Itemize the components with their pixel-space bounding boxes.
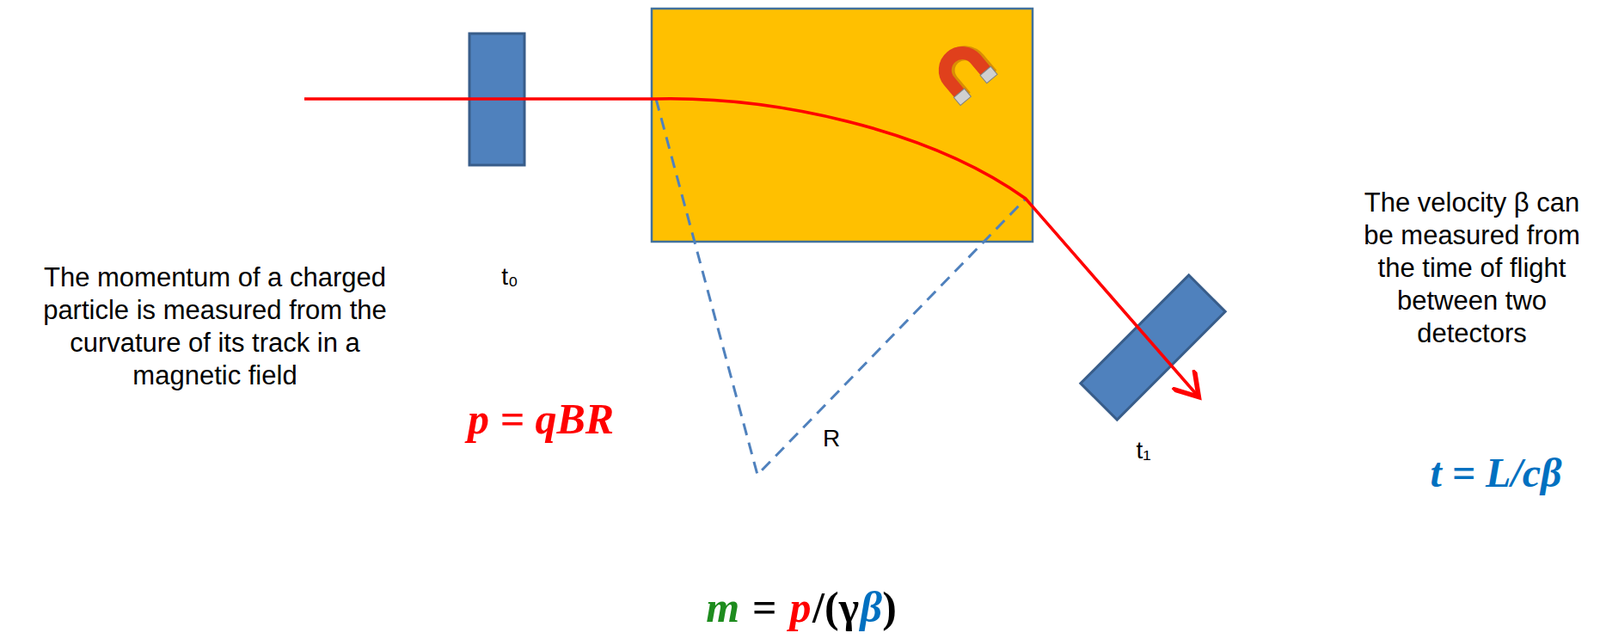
- radius-line: [655, 98, 1026, 475]
- description-text: The velocity β can be measured from the …: [1351, 186, 1593, 350]
- time-formula: t = L/cβ: [1429, 447, 1562, 499]
- detector-label: t₀: [501, 262, 518, 292]
- mass-symbol: m: [705, 582, 740, 632]
- radius-label: R: [822, 423, 840, 454]
- detector-label: t₁: [1135, 435, 1151, 466]
- momentum-formula: p = qBR: [467, 392, 614, 446]
- mass-formula: m=p/(γβ): [705, 582, 897, 632]
- formula-part: ): [882, 582, 897, 632]
- momentum-symbol: p: [790, 582, 812, 632]
- magnet-icon: [932, 41, 998, 105]
- detector: [1080, 275, 1226, 420]
- magnet-field-region: [651, 8, 1033, 242]
- velocity-symbol: β: [860, 582, 883, 632]
- description-text: The momentum of a charged particle is me…: [25, 261, 405, 392]
- particle-track: [304, 98, 1197, 395]
- formula-part: /(γ: [812, 582, 859, 632]
- equals-sign: =: [752, 582, 778, 632]
